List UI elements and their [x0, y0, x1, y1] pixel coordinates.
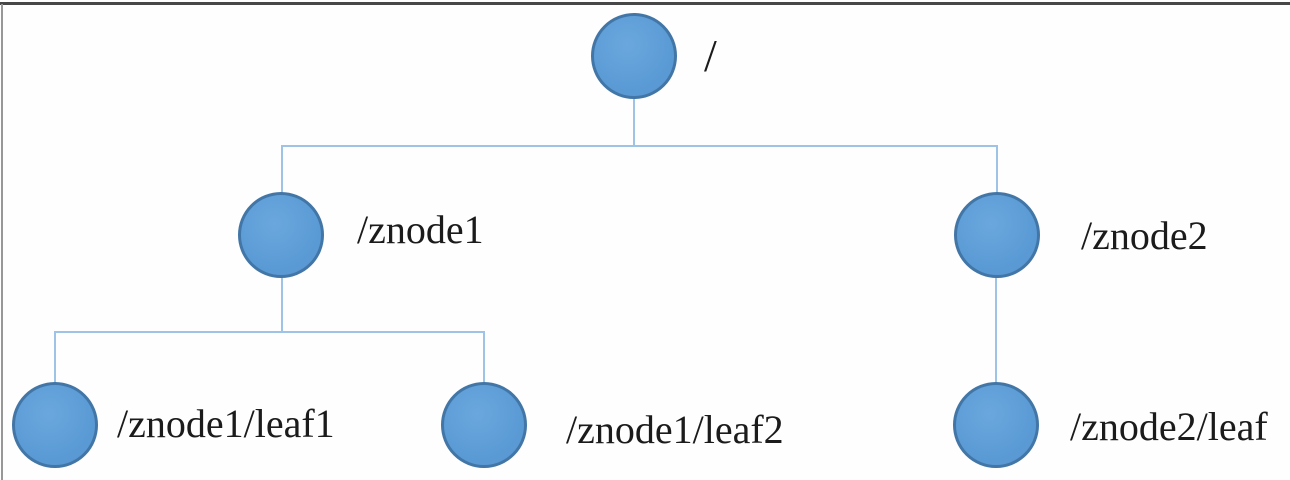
node-circle-znode2-leaf	[953, 382, 1039, 468]
connector-znode1-stem	[281, 275, 283, 333]
connector-drop-leaf2	[483, 332, 485, 386]
node-circle-root	[591, 13, 677, 99]
node-circle-znode1	[238, 192, 324, 278]
connector-level2-horizontal	[54, 331, 485, 333]
node-circle-znode2	[954, 192, 1040, 278]
connector-level1-horizontal	[281, 145, 998, 147]
connector-drop-znode1	[281, 146, 283, 195]
connector-drop-znode2	[996, 146, 998, 195]
window-top-border	[0, 2, 1290, 5]
node-label-znode1-leaf2: /znode1/leaf2	[566, 407, 784, 452]
window-left-border	[1, 4, 3, 480]
node-label-znode1: /znode1	[357, 207, 484, 252]
node-label-znode2: /znode2	[1081, 213, 1208, 258]
node-label-znode2-leaf: /znode2/leaf	[1070, 404, 1268, 449]
node-label-znode1-leaf1: /znode1/leaf1	[117, 401, 335, 446]
node-circle-znode1-leaf2	[441, 382, 527, 468]
connector-root-stem	[633, 97, 635, 147]
node-circle-znode1-leaf1	[12, 382, 98, 468]
connector-znode2-to-leaf	[995, 275, 997, 386]
connector-drop-leaf1	[54, 332, 56, 386]
node-label-root: /	[704, 30, 717, 81]
